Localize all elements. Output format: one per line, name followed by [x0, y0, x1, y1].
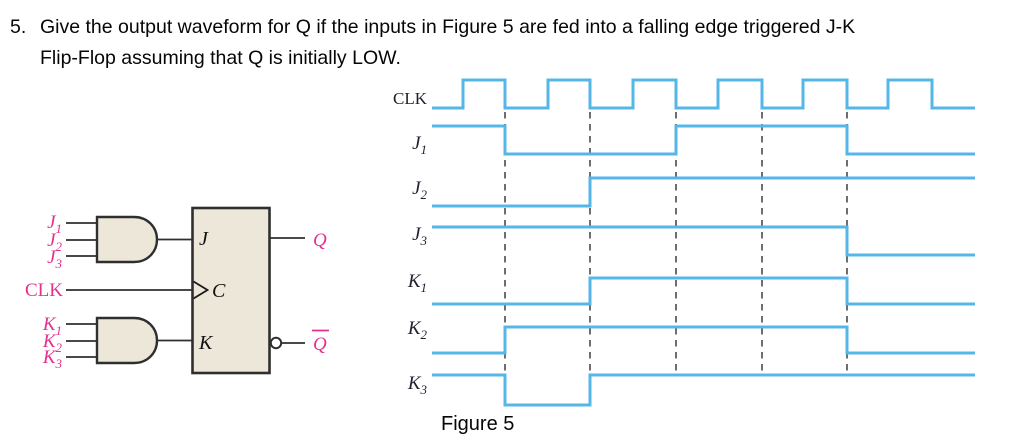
label-ff-c-pin: C [212, 280, 226, 302]
jk-flipflop-circuit-diagram: J1 J2 J3 CLK K1 K2 K3 J C K Q Q [25, 206, 329, 375]
label-ff-k-pin: K [198, 332, 214, 354]
signal-label-K3: K3 [407, 373, 428, 397]
problem-number: 5. [10, 16, 27, 38]
waveform-CLK [432, 78, 975, 110]
waveform-K1 [432, 276, 975, 306]
waveform-J1 [432, 124, 975, 156]
label-k2-input: K2 [42, 331, 63, 355]
problem-text-line2: Flip-Flop assuming that Q is initially L… [40, 47, 401, 69]
waveform-J3 [432, 225, 975, 257]
label-clk-input: CLK [25, 280, 63, 301]
figure-caption: Figure 5 [441, 413, 515, 435]
signal-label-J1: J1 [412, 133, 427, 157]
signal-label-K1: K1 [407, 271, 427, 295]
inversion-bubble-icon [269, 336, 283, 350]
signal-label-K2: K2 [407, 318, 428, 342]
label-j3-input: J3 [47, 247, 62, 271]
problem-statement: 5. Give the output waveform for Q if the… [10, 12, 1000, 74]
and-gate-j [95, 215, 159, 264]
label-qbar-output: Q [313, 334, 327, 355]
circuit-wires [66, 222, 305, 358]
and-gate-k [95, 316, 159, 365]
waveform-K2 [432, 325, 975, 355]
signal-label-J2: J2 [412, 178, 427, 202]
label-k3-input: K3 [42, 347, 63, 371]
label-k1-input: K1 [42, 314, 62, 338]
label-q-output: Q [313, 230, 327, 251]
signal-label-CLK: CLK [393, 89, 428, 108]
waveform-K3 [432, 373, 975, 407]
problem-text-line1: Give the output waveform for Q if the in… [40, 16, 856, 38]
waveform-J2 [432, 176, 975, 208]
signal-label-J3: J3 [412, 224, 427, 248]
label-j2-input: J2 [47, 230, 62, 254]
label-j1-input: J1 [47, 212, 62, 236]
clock-edge-triangle-icon [193, 280, 210, 300]
label-ff-j-pin: J [199, 228, 209, 250]
